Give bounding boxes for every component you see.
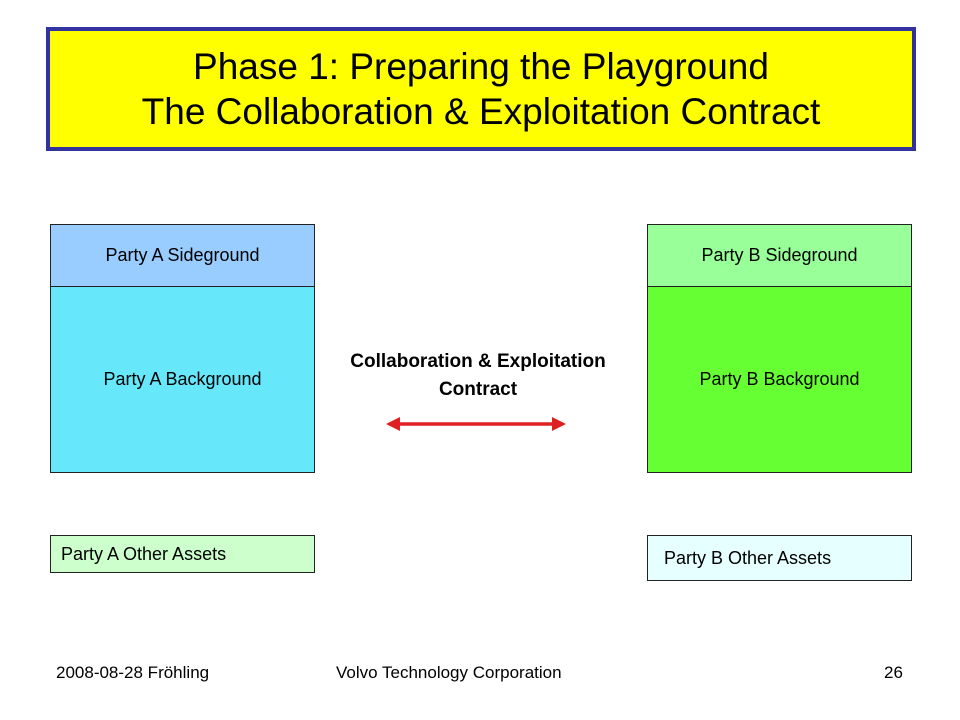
- party-b-background-label: Party B Background: [699, 369, 860, 389]
- contract-label-line2: Contract: [438, 379, 518, 400]
- party-b-sideground-label: Party B Sideground: [701, 245, 858, 265]
- party-a-sideground-box: Party A Sideground: [50, 224, 315, 287]
- footer-company: Volvo Technology Corporation: [336, 663, 562, 682]
- footer-date-author: 2008-08-28 Fröhling: [56, 663, 210, 682]
- party-a-other-assets-label: Party A Other Assets: [61, 543, 227, 564]
- contract-label-line1: Collaboration & Exploitation: [350, 351, 606, 372]
- party-b-background-box: Party B Background: [647, 286, 912, 473]
- party-a-background-box: Party A Background: [50, 286, 315, 473]
- contract-label: Collaboration & Exploitation Contract: [300, 348, 656, 404]
- slide-title-line1: Phase 1: Preparing the Playground: [193, 46, 769, 87]
- party-a-other-assets-box: Party A Other Assets: [50, 535, 315, 573]
- slide-title-box: Phase 1: Preparing the Playground The Co…: [46, 27, 916, 151]
- party-a-sideground-label: Party A Sideground: [105, 245, 260, 265]
- double-headed-arrow-icon: [386, 417, 566, 431]
- party-b-sideground-box: Party B Sideground: [647, 224, 912, 287]
- slide-title-line2: The Collaboration & Exploitation Contrac…: [141, 91, 821, 132]
- party-a-background-label: Party A Background: [103, 369, 262, 389]
- party-b-other-assets-box: Party B Other Assets: [647, 535, 912, 581]
- footer-page-number: 26: [884, 663, 903, 682]
- party-b-other-assets-label: Party B Other Assets: [664, 547, 832, 568]
